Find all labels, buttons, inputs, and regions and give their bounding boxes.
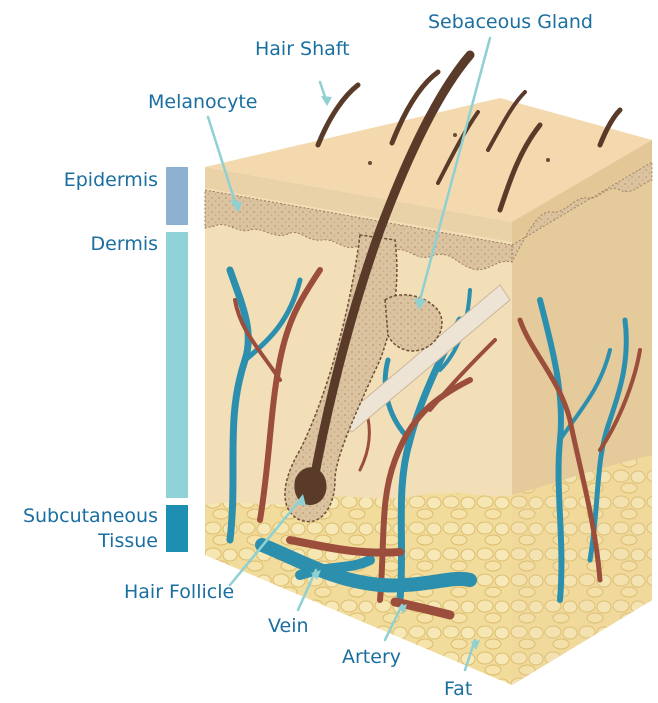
fat-layer-right [512,455,652,685]
label-subcutaneous: Subcutaneous [23,505,158,527]
epidermis-bar [166,167,188,225]
label-dermis: Dermis [91,233,158,255]
label-hair-shaft: Hair Shaft [255,38,350,60]
label-sebaceous-gland: Sebaceous Gland [428,11,593,33]
dermis-bar [166,232,188,498]
label-hair-follicle: Hair Follicle [124,581,234,603]
label-artery: Artery [342,646,401,668]
layer-bar [166,167,188,552]
label-fat: Fat [444,678,472,700]
label-melanocyte: Melanocyte [148,91,258,113]
subcutaneous-bar [166,505,188,552]
label-epidermis: Epidermis [64,169,158,191]
label-vein: Vein [268,615,309,637]
label-tissue: Tissue [97,530,158,552]
